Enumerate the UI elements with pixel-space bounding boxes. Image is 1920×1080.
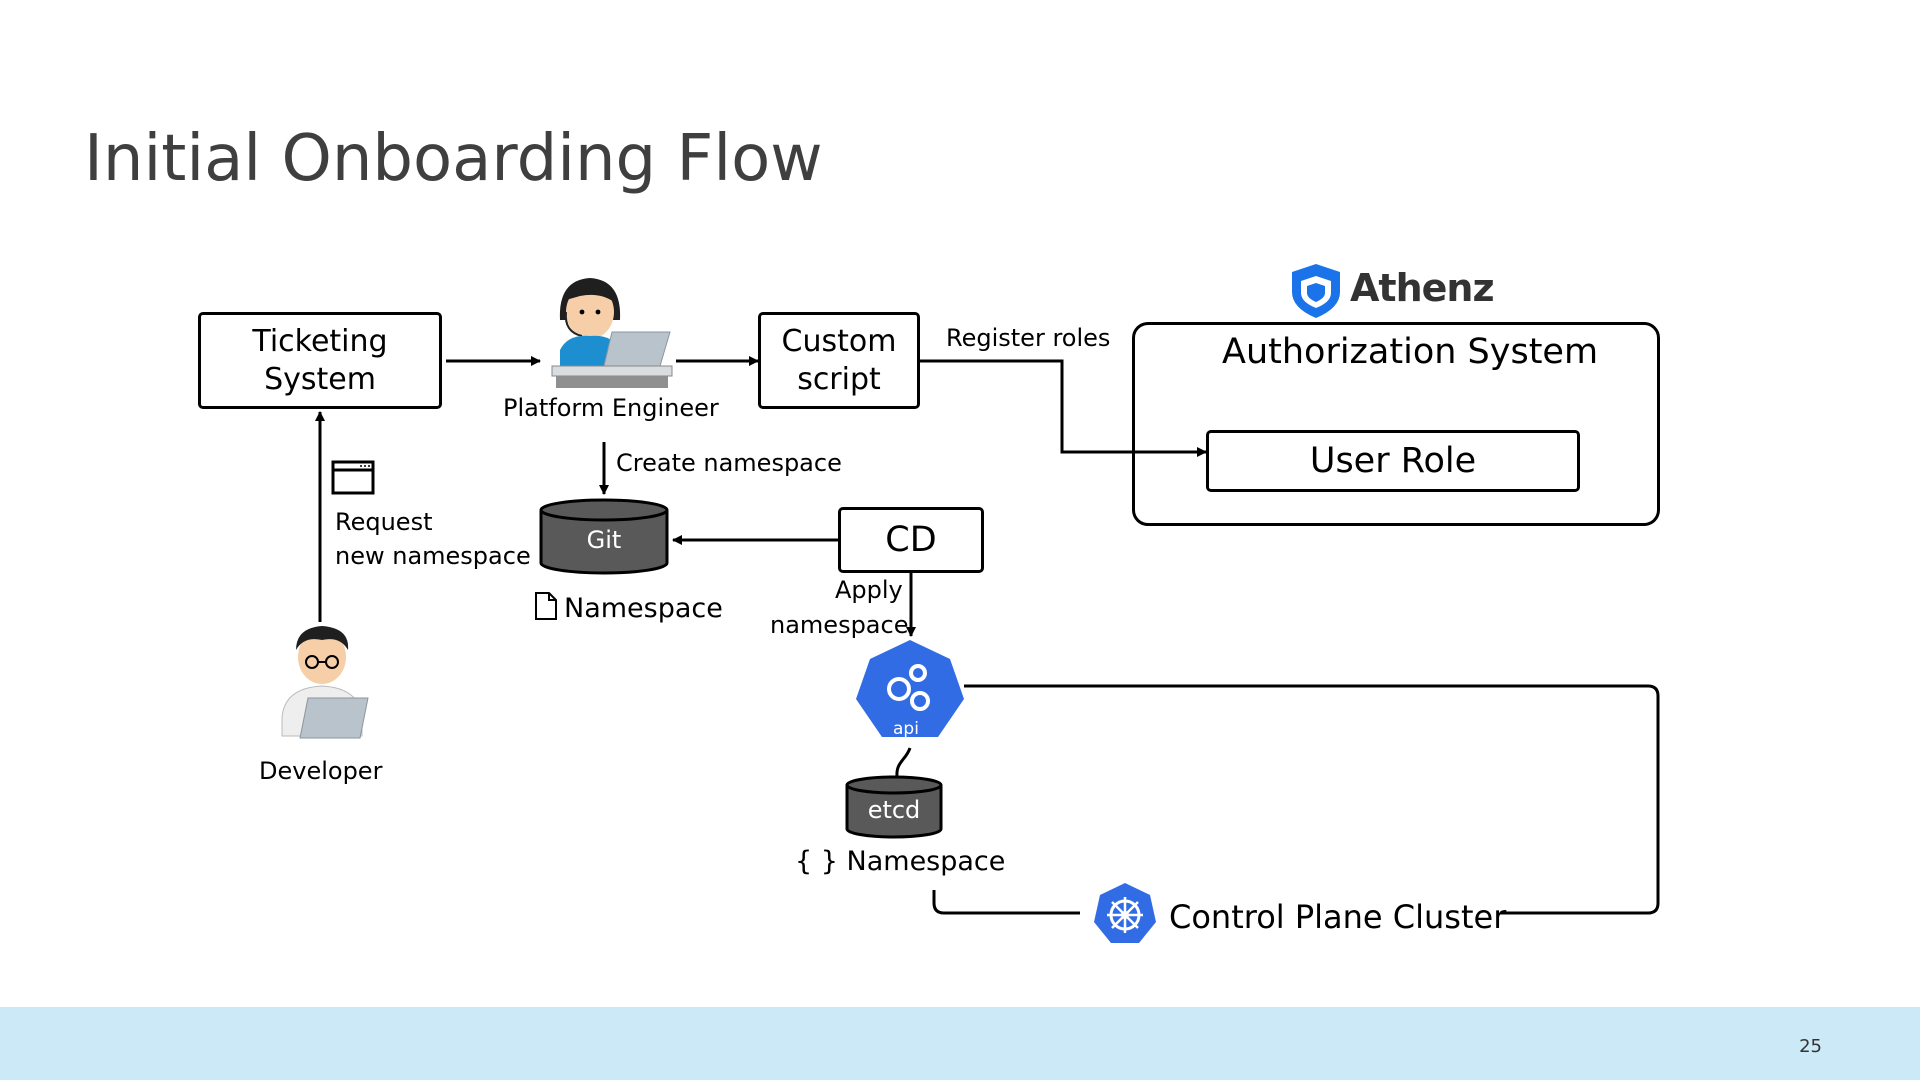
page-title: Initial Onboarding Flow xyxy=(84,122,823,196)
cd-box: CD xyxy=(838,507,984,573)
authorization-system-label: Authorization System xyxy=(1222,332,1599,372)
control-plane-cluster-label: Control Plane Cluster xyxy=(1169,898,1507,936)
custom-script-label-line2: script xyxy=(797,361,881,397)
git-cylinder xyxy=(539,498,669,575)
footer-band xyxy=(0,1007,1920,1080)
ticketing-system-label-line1: Ticketing xyxy=(252,323,388,359)
custom-script-box: Custom script xyxy=(758,312,920,409)
cd-label: CD xyxy=(885,520,937,560)
user-role-label: User Role xyxy=(1309,441,1477,481)
apply-namespace-label-line2: namespace xyxy=(770,611,909,639)
link-api-to-etcd xyxy=(895,747,912,777)
developer-person-icon xyxy=(281,626,369,739)
authorization-system-box xyxy=(1132,322,1660,526)
api-label: api xyxy=(893,719,919,739)
ticketing-system-box: Ticketing System xyxy=(198,312,442,409)
platform-engineer-label: Platform Engineer xyxy=(503,394,719,422)
athenz-logo-text: Athenz xyxy=(1350,266,1495,310)
kubernetes-wheel-icon xyxy=(1094,883,1156,943)
git-label: Git xyxy=(586,526,622,554)
browser-window-icon xyxy=(331,460,375,495)
document-icon xyxy=(535,592,557,620)
create-namespace-label: Create namespace xyxy=(616,449,842,477)
developer-label: Developer xyxy=(259,757,383,785)
platform-engineer-person-icon xyxy=(551,278,673,388)
git-namespace-label: Namespace xyxy=(564,593,723,624)
etcd-namespace-label: { } Namespace xyxy=(795,846,1006,877)
register-roles-label: Register roles xyxy=(946,324,1111,352)
page-number: 25 xyxy=(1799,1036,1822,1057)
athenz-shield-icon xyxy=(1292,264,1340,318)
control-plane-boundary-left xyxy=(932,890,1080,915)
custom-script-label-line1: Custom xyxy=(781,323,897,359)
request-new-namespace-label-line1: Request xyxy=(335,508,433,536)
request-new-namespace-label-line2: new namespace xyxy=(335,542,531,570)
etcd-label: etcd xyxy=(867,796,921,824)
kubernetes-api-icon xyxy=(856,640,964,737)
apply-namespace-label-line1: Apply xyxy=(835,576,903,604)
etcd-cylinder xyxy=(845,775,943,839)
control-plane-boundary xyxy=(964,684,1660,915)
user-role-box: User Role xyxy=(1206,430,1580,492)
ticketing-system-label-line2: System xyxy=(264,361,376,397)
